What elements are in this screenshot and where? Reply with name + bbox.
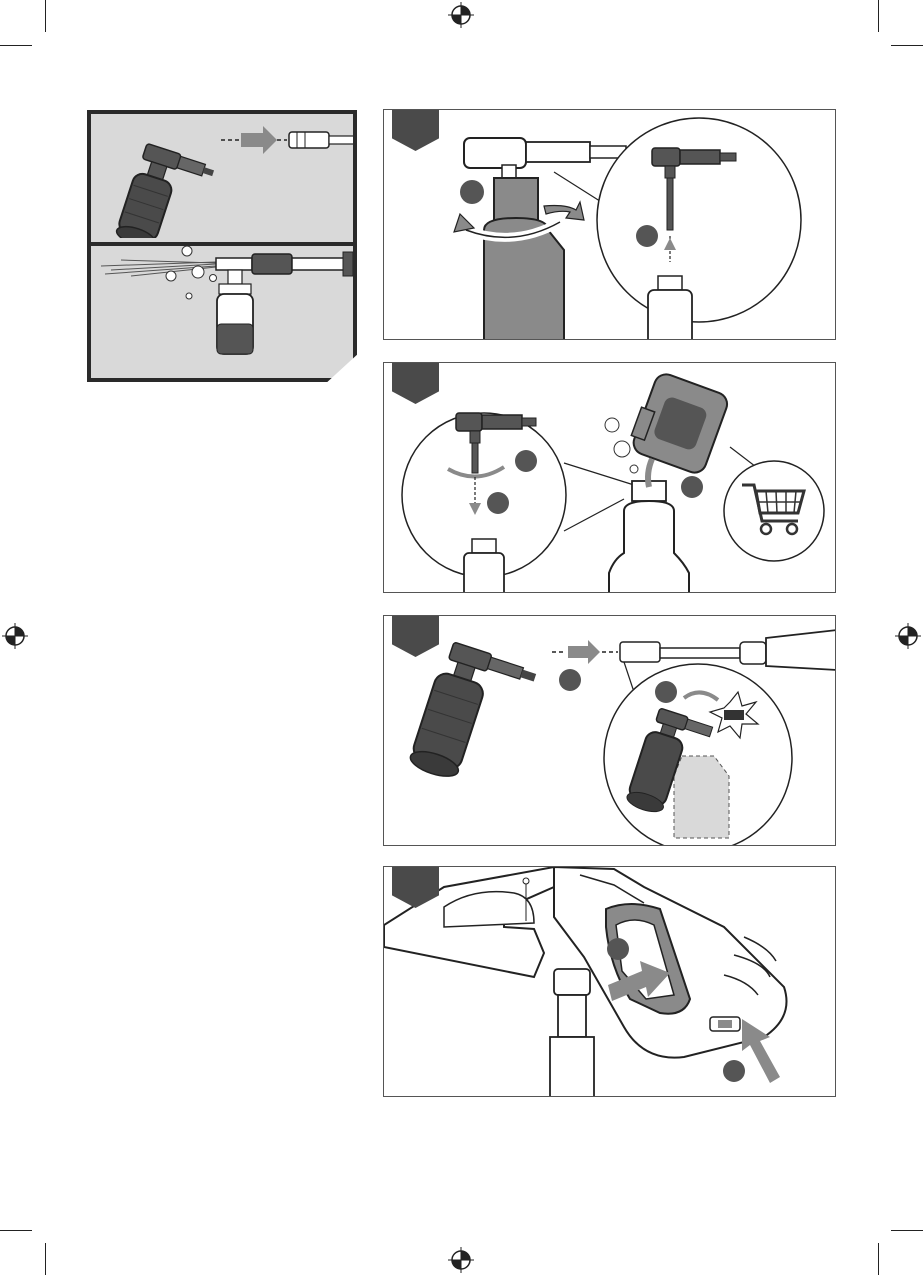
registration-mark-top-icon [448,2,474,28]
crop-mark-bottom-right-v [878,1243,879,1275]
step-4-panel [383,866,836,1097]
crop-mark-top-right-v [878,0,879,32]
registration-mark-left-icon [2,623,28,649]
crop-mark-top-left-h [0,45,32,46]
step-3-panel [383,615,836,846]
registration-mark-bottom-icon [448,1247,474,1273]
step-4-illustration [384,867,836,1097]
step-2-illustration [384,363,836,593]
step-2-panel [383,362,836,593]
crop-mark-bottom-left-h [0,1230,32,1231]
step-1-panel [383,109,836,340]
step-1-illustration [384,110,836,340]
overview-frame-attach [91,114,353,238]
crop-mark-bottom-left-v [45,1243,46,1275]
registration-mark-right-icon [895,623,921,649]
overview-frame-spray [91,246,353,378]
crop-mark-top-left-v [45,0,46,32]
overview-illustration [87,110,357,382]
step-3-illustration [384,616,836,846]
crop-mark-bottom-right-h [891,1230,923,1231]
crop-mark-top-right-h [891,45,923,46]
